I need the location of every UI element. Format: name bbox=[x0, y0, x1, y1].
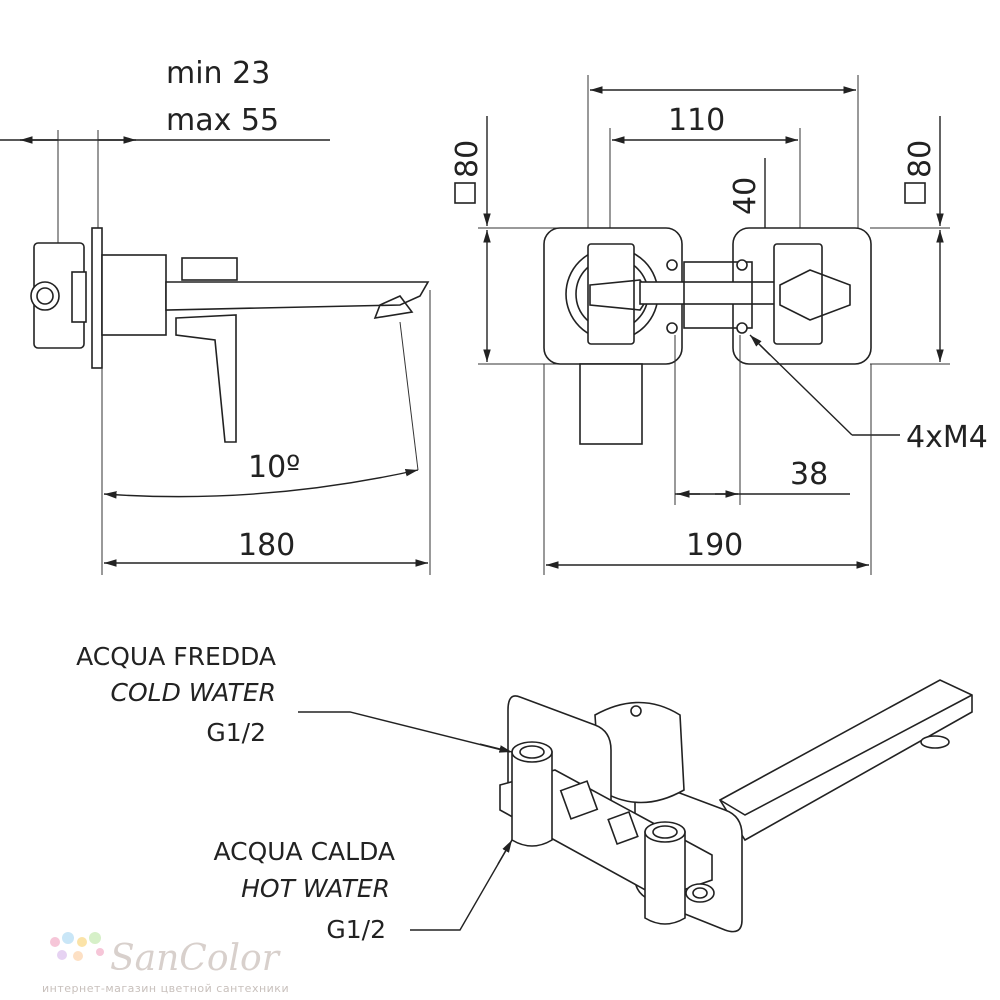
screws-leader bbox=[759, 344, 900, 436]
height-offset-label: 40 bbox=[728, 177, 763, 215]
cold-leader bbox=[298, 711, 511, 753]
spout bbox=[165, 281, 430, 311]
iso-spout bbox=[718, 679, 973, 842]
connecting-pipe bbox=[639, 281, 781, 305]
screw-hole bbox=[736, 322, 748, 334]
logo-tagline: интернет-магазин цветной сантехники bbox=[42, 982, 289, 995]
length-label: 180 bbox=[238, 528, 295, 563]
hot-water-english: HOT WATER bbox=[241, 874, 390, 903]
center-distance-label: 110 bbox=[668, 103, 725, 138]
min-depth-label: min 23 bbox=[166, 56, 270, 91]
mixer-body bbox=[101, 254, 167, 336]
cold-water-italian: ACQUA FREDDA bbox=[76, 642, 276, 671]
angle-arc bbox=[103, 469, 419, 499]
wall-plate bbox=[91, 227, 103, 369]
iso-cold-inlet bbox=[511, 751, 553, 847]
sancolor-logo: SanColor интернет-магазин цветной сантех… bbox=[42, 932, 289, 995]
iso-hot-inlet bbox=[644, 831, 686, 925]
inlet-circle bbox=[30, 281, 60, 311]
lever bbox=[175, 314, 237, 443]
bolt-spacing-label: 38 bbox=[790, 457, 828, 492]
right-plate-label: 80 bbox=[903, 140, 938, 178]
cold-water-english: COLD WATER bbox=[111, 678, 276, 707]
hot-leader bbox=[410, 839, 513, 931]
hot-water-thread: G1/2 bbox=[326, 915, 386, 944]
width-label: 190 bbox=[686, 528, 743, 563]
front-view: 110 40 80 80 bbox=[450, 75, 988, 575]
screws-label: 4xM4 bbox=[906, 420, 988, 455]
logo-name: SanColor bbox=[110, 938, 281, 979]
cold-water-thread: G1/2 bbox=[206, 718, 266, 747]
side-view: min 23 max 55 10º 180 bbox=[0, 56, 431, 575]
angle-label: 10º bbox=[248, 450, 300, 485]
left-plate-label: 80 bbox=[450, 140, 485, 178]
iso-mixer-body bbox=[594, 701, 685, 804]
max-depth-label: max 55 bbox=[166, 103, 279, 138]
front-lever bbox=[579, 363, 643, 445]
isometric-view bbox=[298, 679, 973, 933]
hot-water-italian: ACQUA CALDA bbox=[213, 837, 395, 866]
